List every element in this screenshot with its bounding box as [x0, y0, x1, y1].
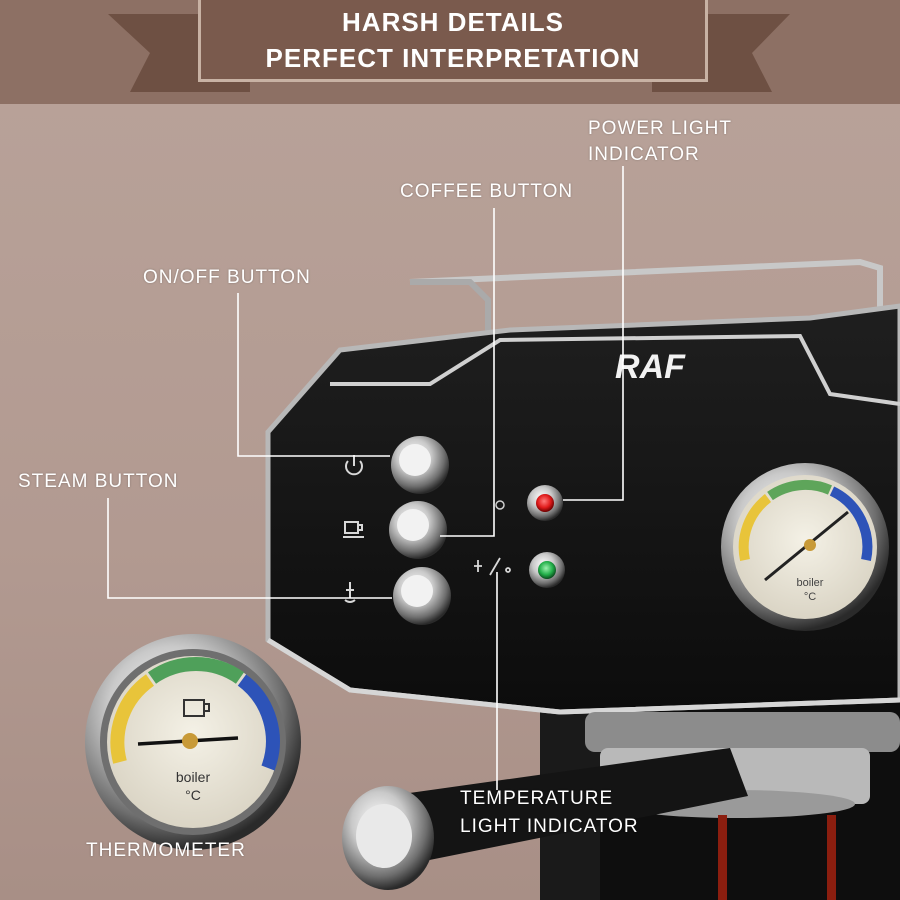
title-banner: HARSH DETAILS PERFECT INTERPRETATION [198, 0, 708, 82]
callout-coffee-button: COFFEE BUTTON [400, 181, 574, 202]
callout-temperature-line2: LIGHT INDICATOR [460, 816, 639, 837]
callout-steam-button: STEAM BUTTON [18, 471, 179, 492]
portafilter-handle [360, 748, 748, 870]
machine-gauge-label: boiler [797, 577, 824, 589]
callout-line-steam [107, 498, 392, 599]
power-light-indicator [527, 485, 563, 521]
callout-temperature-line1: TEMPERATURE [460, 788, 614, 809]
callout-power-light-line2: INDICATOR [588, 144, 700, 165]
callout-line-coffee [440, 208, 495, 537]
callout-power-light-line1: POWER LIGHT [588, 118, 733, 139]
power-light-icon [495, 500, 505, 510]
temperature-icon [474, 557, 511, 576]
callout-thermometer: THERMOMETER [86, 840, 246, 861]
banner-title-line2: PERFECT INTERPRETATION [265, 42, 641, 73]
machine-pressure-gauge [721, 463, 889, 631]
thermometer-label: boiler [176, 769, 211, 785]
coffee-stream [718, 815, 727, 900]
thermometer-gauge [85, 634, 301, 850]
power-icon [345, 455, 363, 476]
temperature-light-indicator [529, 552, 565, 588]
callout-lines [107, 166, 624, 790]
callout-line-onoff [237, 293, 390, 457]
thermometer-unit: °C [185, 787, 201, 803]
brand-logo: RAF [615, 348, 686, 386]
callout-line-power-light [563, 166, 624, 501]
callout-onoff-button: ON/OFF BUTTON [143, 267, 311, 288]
group-head [585, 712, 900, 752]
banner-title-line1: HARSH DETAILS [342, 6, 564, 37]
coffee-button[interactable] [389, 501, 447, 559]
machine-gauge-unit: °C [804, 591, 816, 603]
steam-button[interactable] [393, 567, 451, 625]
onoff-button[interactable] [391, 436, 449, 494]
coffee-cup-icon [343, 521, 364, 538]
coffee-stream [827, 815, 836, 900]
steam-icon [344, 582, 356, 603]
